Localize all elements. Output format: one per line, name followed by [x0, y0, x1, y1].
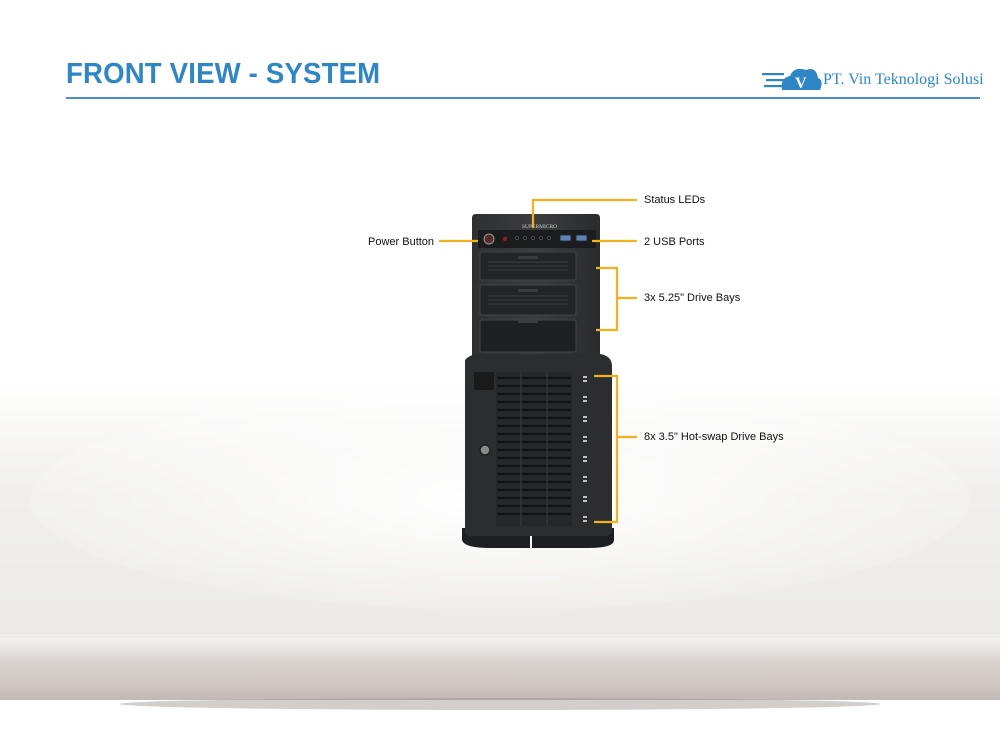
cloud-v-logo-icon: V — [762, 68, 822, 92]
door-lock[interactable] — [479, 444, 491, 456]
drive-bay-leds — [583, 376, 587, 522]
company-logo: V — [762, 68, 822, 92]
callout-status-leds: Status LEDs — [644, 194, 706, 206]
hot-swap-slats — [497, 376, 571, 516]
status-led — [547, 236, 551, 240]
door-badge — [474, 372, 494, 390]
status-led — [515, 236, 519, 240]
brand-label: SUPERMICRO — [522, 224, 557, 230]
reset-button — [502, 236, 508, 242]
status-led — [531, 236, 535, 240]
callout-usb-ports: 2 USB Ports — [644, 236, 705, 248]
control-panel — [478, 230, 596, 248]
status-leds-pointer — [531, 198, 637, 228]
status-leds — [515, 236, 551, 240]
callout-hot-swap-bays: 8x 3.5" Hot-swap Drive Bays — [644, 431, 784, 443]
company-name: PT. Vin Teknologi Solusi — [823, 71, 984, 88]
title-divider — [66, 97, 980, 99]
usb-port[interactable] — [575, 234, 588, 242]
hot-swap-bracket — [594, 374, 619, 524]
callout-lines — [439, 198, 637, 524]
status-led — [539, 236, 543, 240]
status-led — [523, 236, 527, 240]
power-button[interactable] — [483, 233, 495, 245]
callout-power-button: Power Button — [368, 236, 435, 248]
callout-drive-bays-525: 3x 5.25" Drive Bays — [644, 292, 741, 304]
drive-bay-525 — [479, 319, 577, 353]
usb-port[interactable] — [559, 234, 572, 242]
page-title: FRONT VIEW - SYSTEM — [66, 58, 381, 90]
svg-text:V: V — [795, 75, 807, 92]
